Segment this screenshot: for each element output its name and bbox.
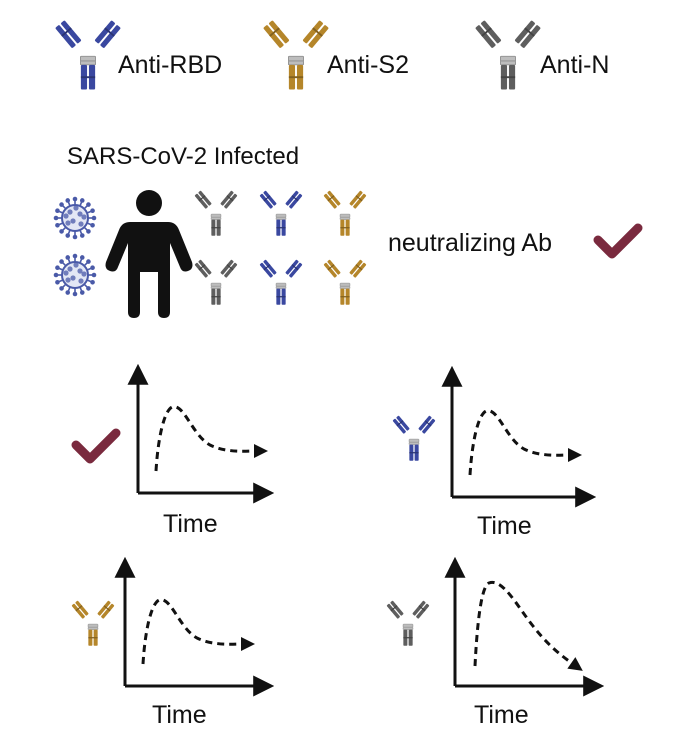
neutralizing-ab-label: neutralizing Ab [388,229,553,257]
trend-arrowhead [567,657,583,671]
kinetics-panel-3 [114,556,275,697]
virus-icon-top [53,196,97,240]
kinetics-panel-2 [441,365,597,508]
trend-arrowhead [241,637,255,651]
legend-label-anti-s2: Anti-S2 [327,51,409,79]
trend-curve [468,409,571,476]
trend-arrowhead [568,448,582,462]
legend-antibody-icon-n [475,20,541,90]
person-icon [105,190,193,318]
kinetics-panel-4 [444,556,605,697]
antibody-icon-rbd-row2 [259,259,303,305]
panel-2-antibody-icon-rbd [392,415,436,461]
legend-antibody-icon-s2 [263,20,329,90]
virus-icon-bottom [53,253,97,297]
x-axis-label-panel-2: Time [477,512,532,540]
legend-label-anti-n: Anti-N [540,51,610,79]
legend-label-anti-rbd: Anti-RBD [118,51,223,79]
trend-arrowhead [254,444,268,458]
x-axis-label-panel-1: Time [163,510,218,538]
panel-4-antibody-icon-n [386,600,430,646]
trend-curve [473,581,574,667]
neutralizing-check-icon [593,223,643,259]
antibody-icon-s2-row1 [323,190,367,236]
kinetics-panel-1 [127,363,275,504]
panel-1-check-icon [71,428,121,464]
x-axis-label-panel-4: Time [474,701,529,729]
antibody-icon-rbd-row1 [259,190,303,236]
trend-curve [154,405,257,472]
panel-3-antibody-icon-s2 [71,600,115,646]
trend-curve [141,598,244,665]
antibody-icon-s2-row2 [323,259,367,305]
legend-antibody-icon-rbd [55,20,121,90]
x-axis-label-panel-3: Time [152,701,207,729]
infection-title: SARS-CoV-2 Infected [67,143,300,170]
antibody-icon-n-row1 [194,190,238,236]
antibody-icon-n-row2 [194,259,238,305]
